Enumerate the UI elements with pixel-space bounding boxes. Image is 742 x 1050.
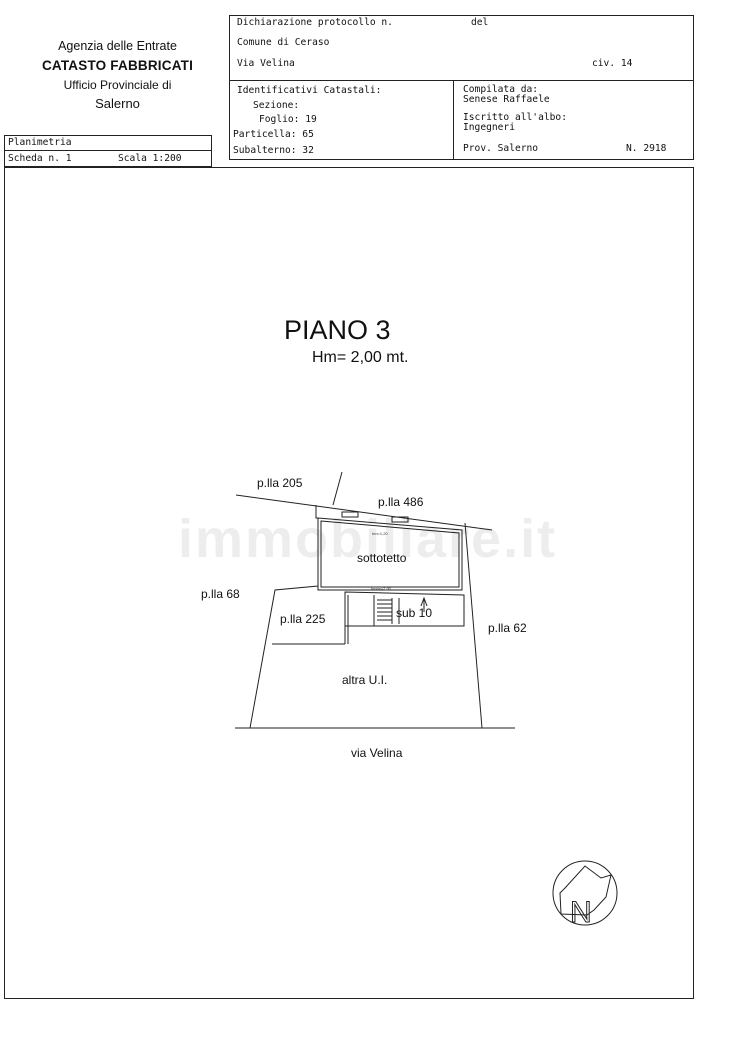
label-plla68: p.lla 68	[201, 587, 240, 601]
watermark: immobiliare.it	[178, 509, 557, 569]
compiler-name: Senese Raffaele	[463, 94, 550, 105]
label-plla62: p.lla 62	[488, 621, 527, 635]
label-plla205: p.lla 205	[257, 476, 303, 490]
sheet-info-box	[4, 135, 212, 167]
label-plla225: p.lla 225	[280, 612, 326, 626]
staircase	[377, 598, 400, 624]
lot-right-edge	[464, 522, 483, 729]
hm-note-bottom: hmax=2,90	[371, 586, 392, 591]
boundary-line-top	[235, 494, 493, 531]
hm-note-top: hm=1,20	[372, 531, 388, 536]
compilata-label: Compilata da:	[463, 84, 539, 95]
foglio-label: Foglio: 19	[259, 114, 317, 125]
header-box	[229, 15, 694, 160]
north-letter: N	[570, 896, 592, 929]
header-divider	[229, 80, 694, 81]
agency-name: Agenzia delle Entrate	[58, 39, 177, 53]
catasto-title: CATASTO FABBRICATI	[41, 58, 194, 73]
iscritto-label: Iscritto all'albo:	[463, 112, 567, 123]
comune-label: Comune di Ceraso	[237, 37, 330, 48]
albo-label: Ingegneri	[463, 122, 515, 133]
particella-label: Particella: 65	[233, 129, 314, 140]
sottotetto-room	[317, 517, 463, 591]
label-altra-ui: altra U.I.	[342, 673, 387, 687]
province-label: Prov. Salerno	[463, 143, 539, 154]
label-plla486: p.lla 486	[378, 495, 424, 509]
sottotetto-room-inner	[320, 520, 460, 588]
boundary-line-diagonal	[332, 471, 343, 506]
label-sottotetto: sottotetto	[357, 551, 407, 565]
subalterno-label: Subalterno: 32	[233, 145, 314, 156]
street-label: Via Velina	[237, 58, 295, 69]
window-left	[341, 511, 359, 518]
registration-number: N. 2918	[626, 143, 667, 154]
scale-label: Scala 1:200	[118, 153, 182, 164]
floor-title: PIANO 3	[284, 315, 391, 345]
label-via: via Velina	[351, 746, 403, 760]
label-sub10: sub 10	[396, 606, 432, 620]
sezione-label: Sezione:	[253, 100, 300, 111]
office-label: Ufficio Provinciale di	[63, 78, 172, 92]
office-city: Salerno	[95, 96, 140, 111]
scheda-label: Scheda n. 1	[8, 153, 72, 164]
header-column-divider	[453, 80, 454, 160]
identifiers-title: Identificativi Catastali:	[237, 85, 382, 96]
sheet-title: Planimetria	[8, 137, 72, 148]
civic-label: civ. 14	[592, 58, 633, 69]
window-right	[391, 516, 409, 523]
declaration-label: Dichiarazione protocollo n.	[237, 17, 393, 28]
north-arrow	[552, 860, 618, 926]
del-label: del	[471, 17, 489, 28]
height-note: Hm= 2,00 mt.	[312, 349, 409, 366]
sheet-info-divider	[4, 150, 212, 151]
drawing-frame	[4, 167, 694, 999]
